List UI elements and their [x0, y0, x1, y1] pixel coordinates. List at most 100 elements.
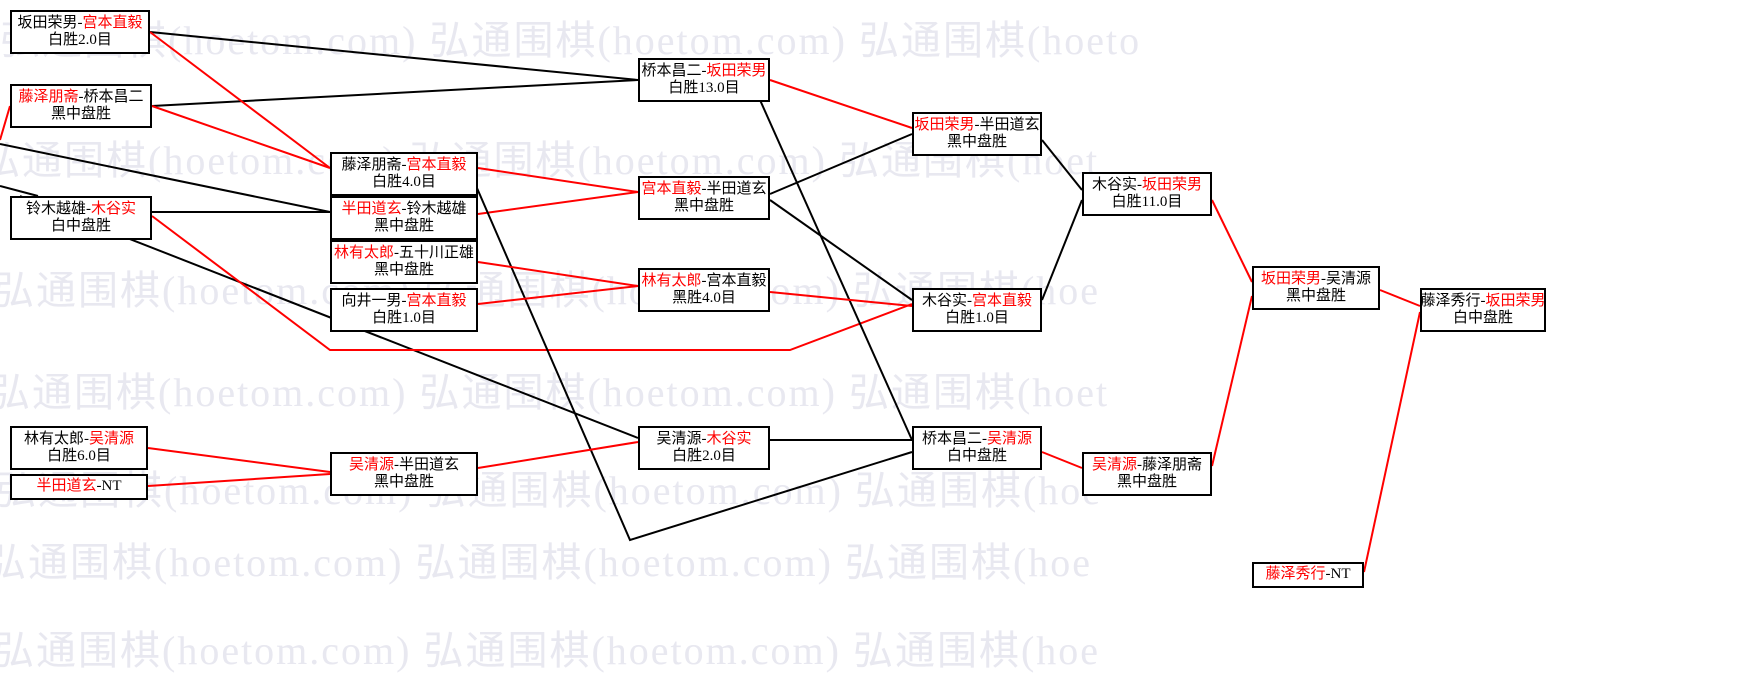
player-separator: -: [701, 62, 707, 79]
match-result: 白胜13.0目: [668, 80, 740, 96]
match-hayashi-go[interactable]: 林有太郎-吴清源白胜6.0目: [10, 426, 148, 470]
link-n11-to-n15: [769, 79, 913, 129]
player-right: 五十川正雄: [399, 244, 475, 261]
match-result: 白胜1.0目: [372, 310, 436, 326]
link-n19-to-n20: [1211, 295, 1253, 467]
match-players: 半田道玄-NT: [36, 478, 121, 495]
match-sakata-miyamoto[interactable]: 坂田荣男-宫本直毅白胜2.0目: [10, 10, 150, 54]
match-players: 铃木越雄-木谷实: [26, 201, 136, 218]
player-right: 半田道玄: [399, 456, 460, 473]
player-right: 宫本直毅: [406, 292, 467, 309]
match-players: 半田道玄-铃木越雄: [341, 201, 466, 218]
player-left: 铃木越雄: [25, 200, 86, 217]
link-n17-to-n19: [1041, 451, 1083, 469]
link-n9-to-n10: [147, 473, 331, 487]
player-left: 木谷实: [1091, 176, 1137, 193]
match-result: 白胜11.0目: [1111, 194, 1183, 210]
match-players: 藤泽朋斋-宫本直毅: [341, 157, 466, 174]
match-players: 林有太郎-吴清源: [24, 431, 134, 448]
match-hashimoto-sakata[interactable]: 桥本昌二-坂田荣男白胜13.0目: [638, 58, 770, 102]
player-separator: -: [1137, 456, 1142, 473]
player-left: 坂田荣男: [17, 14, 78, 31]
match-handa-nt[interactable]: 半田道玄-NT: [10, 474, 148, 500]
match-sakata-go[interactable]: 坂田荣男-吴清源黑中盘胜: [1252, 266, 1380, 310]
player-right: 坂田荣男: [706, 62, 767, 79]
player-separator: -: [1325, 566, 1331, 583]
player-left: 半田道玄: [36, 478, 97, 495]
player-right: 木谷实: [706, 430, 752, 447]
player-left: 藤泽朋斋: [341, 156, 402, 173]
match-kitani-miyamoto[interactable]: 木谷实-宫本直毅白胜1.0目: [912, 288, 1042, 332]
match-players: 坂田荣男-半田道玄: [914, 117, 1039, 134]
player-left: 向井一男: [341, 292, 402, 309]
match-mukai-miyamoto[interactable]: 向井一男-宫本直毅白胜1.0目: [330, 288, 478, 332]
player-right: 木谷实: [91, 200, 137, 217]
player-separator: -: [394, 456, 399, 473]
player-left: 半田道玄: [341, 200, 402, 217]
player-left: 吴清源: [348, 456, 394, 473]
match-kitani-sakata[interactable]: 木谷实-坂田荣男白胜11.0目: [1082, 172, 1212, 216]
match-fujisawa-hashimoto[interactable]: 藤泽朋斋-桥本昌二黑中盘胜: [10, 84, 152, 128]
watermark-line: 弘通围棋(hoetom.com) 弘通围棋(hoetom.com) 弘通围棋(h…: [0, 628, 1101, 673]
link-n13-to-n16: [769, 291, 913, 307]
player-right: NT: [101, 478, 122, 495]
player-right: 吴清源: [987, 430, 1033, 447]
link-n18-to-n20: [1211, 199, 1253, 283]
match-result: 白中盘胜: [946, 448, 1007, 464]
player-right: 吴清源: [89, 430, 135, 447]
link-n1-to-n11: [149, 31, 639, 81]
match-go-fujisawa[interactable]: 吴清源-藤泽朋斋黑中盘胜: [1082, 452, 1212, 496]
player-right: 宫本直毅: [972, 292, 1033, 309]
match-go-handa[interactable]: 吴清源-半田道玄黑中盘胜: [330, 452, 478, 496]
match-sakata-handa[interactable]: 坂田荣男-半田道玄黑中盘胜: [912, 112, 1042, 156]
link-n2-to-n11: [151, 79, 639, 107]
match-players: 桥本昌二-坂田荣男: [641, 63, 766, 80]
link-n4-to-n17-black: [469, 171, 913, 542]
player-left: 坂田荣男: [914, 116, 975, 133]
link-n16-to-n18: [1041, 199, 1083, 301]
player-right: 宫本直毅: [82, 14, 143, 31]
match-result: 黑中盘胜: [1285, 288, 1346, 304]
player-right: 铃木越雄: [406, 200, 467, 217]
match-result: 黑中盘胜: [373, 474, 434, 490]
match-fujisawa-sakata-final[interactable]: 藤泽秀行-坂田荣男白中盘胜: [1420, 288, 1546, 332]
player-separator: -: [967, 292, 972, 309]
link-n12-to-n16-black: [769, 199, 913, 301]
match-hayashi-miyamoto[interactable]: 林有太郎-宫本直毅黑胜4.0目: [638, 268, 770, 312]
match-result: 黑中盘胜: [946, 134, 1007, 150]
player-left: 吴清源: [1091, 456, 1137, 473]
player-left: 宫本直毅: [641, 180, 702, 197]
match-result: 白胜1.0目: [945, 310, 1009, 326]
match-hashimoto-go[interactable]: 桥本昌二-吴清源白中盘胜: [912, 426, 1042, 470]
link-left-edge-black-b: [0, 185, 39, 197]
match-suzuki-kitani[interactable]: 铃木越雄-木谷实白中盘胜: [10, 196, 152, 240]
match-players: 木谷实-坂田荣男: [1092, 177, 1202, 194]
player-left: 林有太郎: [23, 430, 84, 447]
player-right: 宫本直毅: [406, 156, 467, 173]
player-right: 吴清源: [1326, 270, 1372, 287]
link-n21-to-n22: [1363, 311, 1421, 573]
match-players: 坂田荣男-宫本直毅: [17, 15, 142, 32]
match-go-kitani[interactable]: 吴清源-木谷实白胜2.0目: [638, 426, 770, 470]
link-n10-to-n14: [477, 441, 639, 469]
player-left: 桥本昌二: [921, 430, 982, 447]
link-n12-to-n15: [769, 133, 913, 195]
match-result: 黑中盘胜: [373, 262, 434, 278]
match-players: 宫本直毅-半田道玄: [641, 181, 766, 198]
match-players: 藤泽秀行-坂田荣男: [1420, 293, 1545, 310]
player-left: 藤泽秀行: [1420, 292, 1481, 309]
match-fujisawa-miyamoto[interactable]: 藤泽朋斋-宫本直毅白胜4.0目: [330, 152, 478, 196]
link-n15-to-n18: [1041, 139, 1083, 191]
player-left: 吴清源: [656, 430, 702, 447]
match-miyamoto-handa[interactable]: 宫本直毅-半田道玄黑中盘胜: [638, 176, 770, 220]
player-separator: -: [982, 430, 987, 447]
match-players: 木谷实-宫本直毅: [922, 293, 1032, 310]
link-left-edge-to-n2: [0, 105, 11, 141]
match-fujisawa-nt[interactable]: 藤泽秀行-NT: [1252, 562, 1364, 588]
link-n20-to-n22: [1379, 289, 1421, 307]
link-n8-to-n10: [147, 447, 331, 473]
player-right: 宫本直毅: [706, 272, 767, 289]
match-handa-suzuki[interactable]: 半田道玄-铃木越雄黑中盘胜: [330, 196, 478, 240]
match-hayashi-isogawa[interactable]: 林有太郎-五十川正雄黑中盘胜: [330, 240, 478, 284]
player-right: NT: [1330, 566, 1351, 583]
